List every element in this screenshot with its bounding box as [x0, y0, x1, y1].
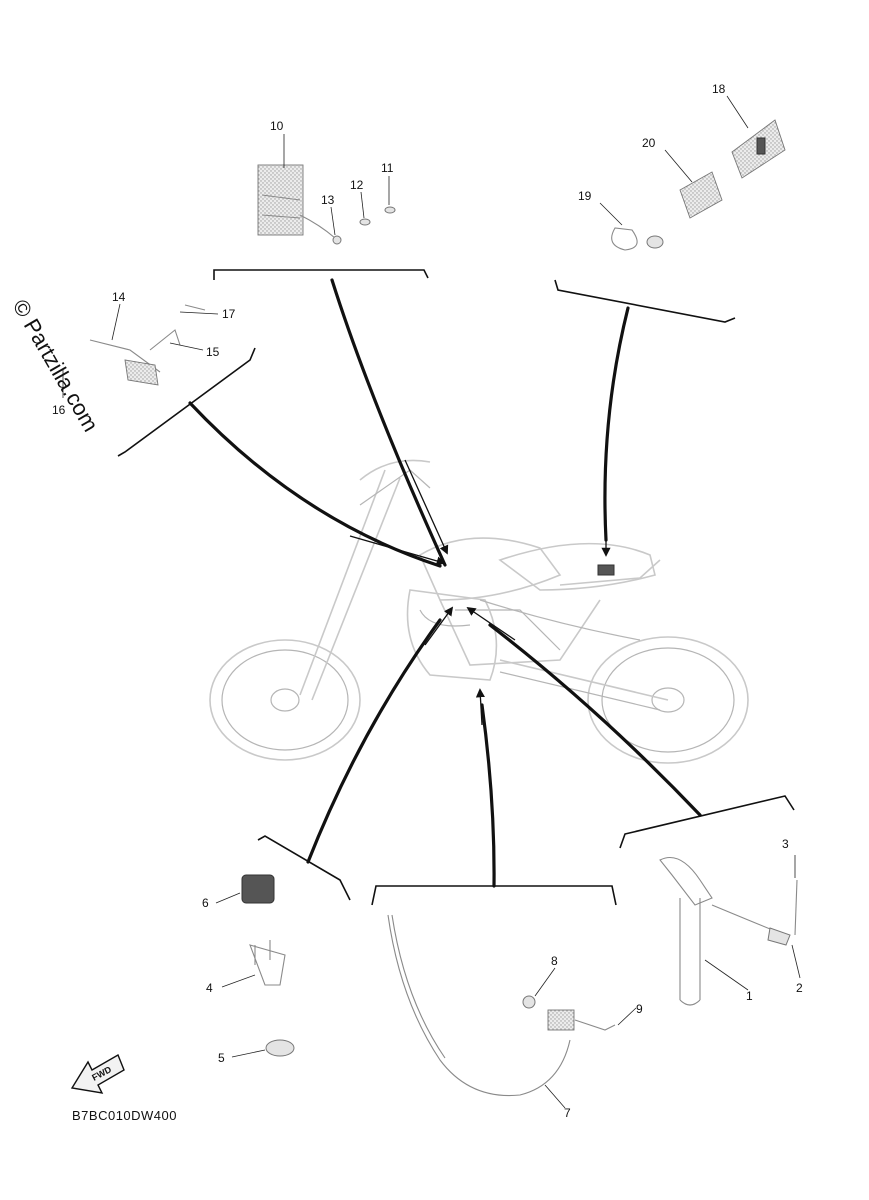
callout-2: 2: [796, 981, 803, 995]
part-group-relays: [554, 95, 786, 557]
part-group-harness: [371, 688, 637, 1109]
part-group-cdi: [213, 134, 449, 567]
callout-16: 16: [52, 403, 66, 417]
part-4-sensor: [249, 944, 286, 986]
part-3-bolt: [794, 879, 798, 936]
callout-15: 15: [206, 345, 220, 359]
callout-8: 8: [551, 954, 558, 968]
callout-1: 1: [746, 989, 753, 1003]
part-2-cap: [767, 927, 791, 946]
callout-19-alt: 20: [642, 136, 656, 150]
callout-3: 3: [782, 837, 789, 851]
callout-4: 4: [206, 981, 213, 995]
callout-18: 18: [712, 82, 726, 96]
part-19-holder: [611, 227, 638, 251]
callout-12: 12: [350, 178, 364, 192]
callout-19: 19: [578, 189, 592, 203]
callout-labels: 1 2 3 4 5 6 7 8 9 10 11 12 13 14 15 16 1…: [52, 82, 803, 1120]
part-20-relay: [679, 171, 723, 219]
part-12-collar: [359, 218, 371, 226]
callout-7: 7: [564, 1106, 571, 1120]
part-16-switch: [124, 359, 159, 386]
part-1-ignition-coil: [659, 856, 713, 906]
part-11-bolt: [384, 206, 396, 214]
part-13-bolt: [332, 235, 342, 245]
part-group-switch: [62, 303, 446, 568]
part-group-sensor: [215, 606, 454, 1058]
part-group-coil: [466, 606, 801, 1006]
diagram-code: B7BC010DW400: [72, 1108, 177, 1123]
callout-13: 13: [321, 193, 335, 207]
forward-arrow-icon: FWD: [70, 1053, 125, 1094]
part-10-cdi-unit: [257, 164, 304, 236]
part-5-grommet: [265, 1039, 295, 1057]
callout-10: 10: [270, 119, 284, 133]
part-8-clamp: [522, 995, 536, 1009]
callout-17: 17: [222, 307, 236, 321]
callout-6: 6: [202, 896, 209, 910]
part-9-band: [574, 1019, 616, 1031]
callout-14: 14: [112, 290, 126, 304]
motorcycle-outline: [209, 459, 749, 764]
callout-5: 5: [218, 1051, 225, 1065]
part-7-sub-harness: [387, 914, 571, 1097]
part-6-coupler: [241, 874, 275, 904]
callout-11: 11: [381, 161, 394, 175]
callout-9: 9: [636, 1002, 643, 1016]
